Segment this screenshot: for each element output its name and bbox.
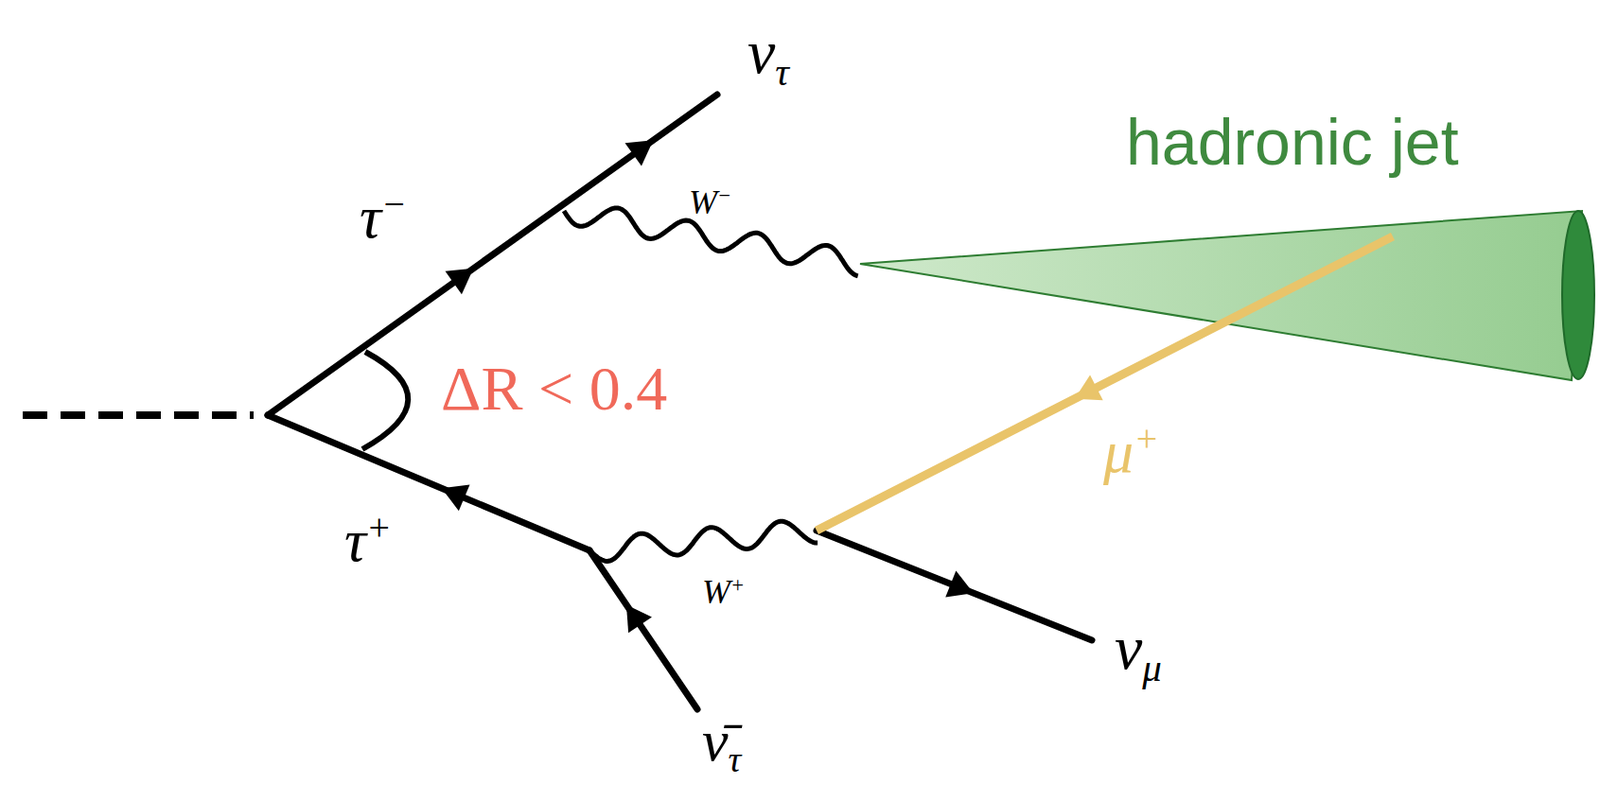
jet-label: hadronic jet bbox=[1125, 109, 1460, 175]
particle-label: νμ bbox=[1114, 616, 1162, 680]
jet-cone-cap bbox=[1562, 210, 1595, 380]
boson-label: W− bbox=[688, 185, 732, 220]
antineutrino-line bbox=[589, 550, 698, 710]
delta-r-arc bbox=[362, 351, 408, 450]
muon-neutrino-line bbox=[816, 530, 1092, 641]
arrowhead bbox=[945, 571, 974, 598]
scalar-propagator bbox=[22, 411, 254, 420]
w-plus-boson bbox=[589, 521, 818, 562]
arrowhead bbox=[441, 485, 471, 512]
particle-label: ντ bbox=[747, 20, 790, 84]
arrowheads bbox=[441, 140, 1104, 633]
arrowhead bbox=[445, 268, 475, 295]
jet-cone bbox=[860, 210, 1583, 381]
arrowhead bbox=[1074, 375, 1104, 402]
tau-plus-line bbox=[267, 415, 590, 551]
particle-label: τ− bbox=[359, 187, 407, 248]
arrowhead bbox=[625, 140, 654, 166]
particle-label: τ+ bbox=[344, 510, 392, 572]
separation-label: ΔR < 0.4 bbox=[440, 357, 668, 421]
particle-label: ν̄τ bbox=[702, 711, 741, 771]
boson-label: W+ bbox=[702, 575, 745, 610]
particle-label: μ+ bbox=[1103, 421, 1160, 483]
arrowhead bbox=[626, 604, 652, 633]
muon-line bbox=[816, 236, 1393, 531]
